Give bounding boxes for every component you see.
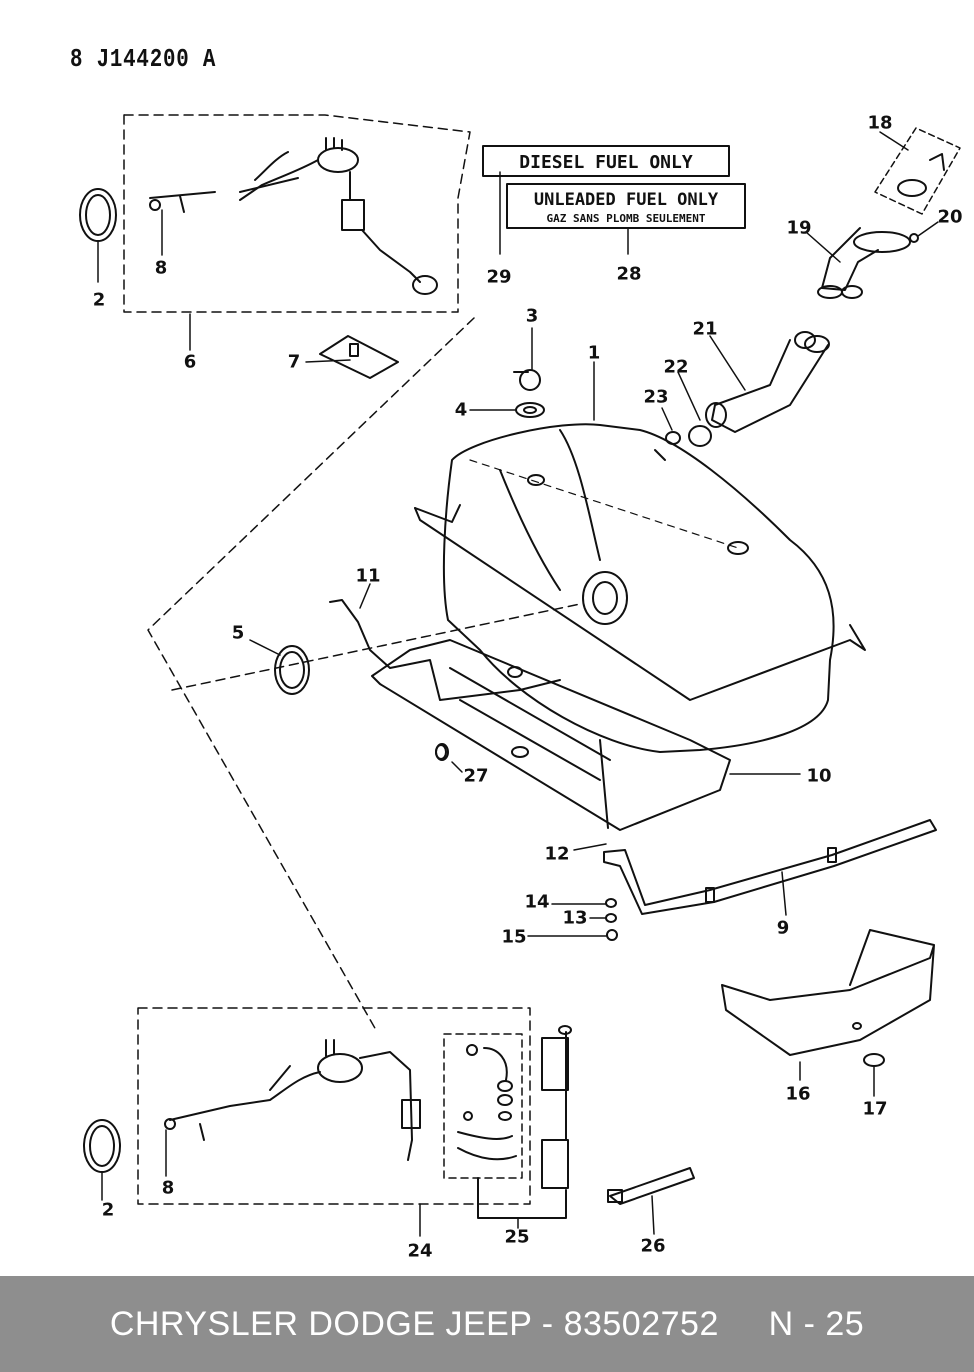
callout-29: 29 (486, 266, 512, 288)
part-26-strap (607, 1167, 695, 1205)
callout-9: 9 (776, 917, 790, 939)
document-code: 8 J144200 A (70, 44, 217, 74)
callout-8-top: 8 (154, 257, 168, 279)
seal-ring-5 (274, 645, 310, 695)
leader-lines (97, 131, 939, 1235)
callout-12: 12 (544, 843, 570, 865)
footer-bar: CHRYSLER DODGE JEEP - 83502752 N - 25 (0, 1276, 974, 1372)
callout-26: 26 (640, 1235, 666, 1257)
callout-16: 16 (785, 1083, 811, 1105)
strap-9 (603, 819, 937, 915)
callout-3: 3 (525, 305, 539, 327)
fuel-system-diagram: DIESEL FUEL ONLY UNLEADED FUEL ONLY GAZ … (79, 114, 961, 1237)
callout-14: 14 (524, 891, 550, 913)
nut-27 (435, 744, 447, 760)
callout-6: 6 (183, 351, 197, 373)
callout-19: 19 (786, 217, 812, 239)
callout-21: 21 (692, 318, 718, 340)
parts-illustration: DIESEL FUEL ONLY UNLEADED FUEL ONLY GAZ … (79, 114, 961, 1237)
callout-20: 20 (937, 206, 963, 228)
callout-1: 1 (587, 342, 601, 364)
callout-2-top: 2 (92, 289, 106, 311)
callout-13: 13 (562, 907, 588, 929)
callout-11: 11 (355, 565, 381, 587)
callout-15: 15 (501, 926, 527, 948)
callout-27: 27 (463, 765, 489, 787)
nut-17 (863, 1053, 885, 1067)
callout-5: 5 (231, 622, 245, 644)
diesel-decal-frame (482, 145, 730, 177)
callout-18: 18 (867, 112, 893, 134)
callout-22: 22 (663, 356, 689, 378)
diesel-decal-text: DIESEL FUEL ONLY (519, 152, 693, 173)
callout-8-bottom: 8 (161, 1177, 175, 1199)
part-3-4-fittings (513, 369, 545, 418)
fuel-sender-group-6 (123, 114, 471, 313)
unleaded-decal-line2: GAZ SANS PLOMB SEULEMENT (547, 212, 706, 225)
callout-7: 7 (287, 351, 301, 373)
group-leader-dash (147, 317, 475, 1031)
fuel-pump-group-24 (137, 1007, 572, 1237)
callout-25: 25 (504, 1226, 530, 1248)
fuel-tank-1 (414, 423, 866, 753)
lock-ring-2-bottom (83, 1119, 121, 1173)
callout-17: 17 (862, 1098, 888, 1120)
callout-24: 24 (407, 1240, 433, 1262)
callout-10: 10 (806, 765, 832, 787)
callout-2-bottom: 2 (101, 1199, 115, 1221)
callout-4: 4 (454, 399, 468, 421)
lock-ring-2-top (79, 188, 117, 242)
callout-28: 28 (616, 263, 642, 285)
filler-neck-assembly (665, 127, 961, 447)
part-7-bracket (319, 335, 399, 379)
footer-caption: CHRYSLER DODGE JEEP - 83502752 N - 25 (109, 1304, 865, 1343)
callout-23: 23 (643, 386, 669, 408)
unleaded-decal-line1: UNLEADED FUEL ONLY (534, 190, 719, 210)
fasteners-13-15 (605, 898, 618, 941)
shield-16 (721, 929, 935, 1056)
unleaded-decal-frame (506, 183, 746, 229)
skid-plate-10 (329, 599, 731, 831)
